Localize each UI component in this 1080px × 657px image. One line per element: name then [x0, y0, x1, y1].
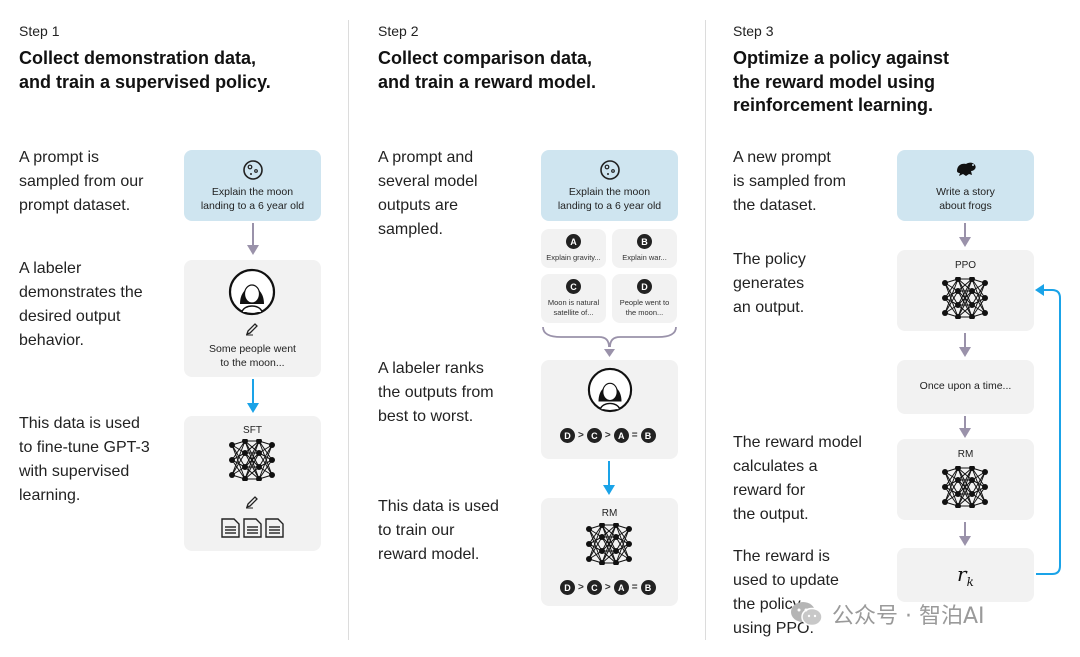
step2-ranking-card: D > C > A = B: [541, 360, 678, 459]
feedback-loop-arrow: [1035, 284, 1061, 575]
rank-d: D: [560, 428, 575, 443]
rank-b: B: [640, 428, 656, 443]
rank-a: A: [613, 580, 629, 595]
moon-icon: [600, 160, 620, 180]
rank-b: B: [640, 580, 656, 595]
step3-rm-card: RM: [897, 439, 1034, 520]
step1-label: Step 1: [19, 23, 60, 39]
rank-op: =: [631, 430, 638, 441]
step2-label: Step 2: [378, 23, 419, 39]
output-b-text: Explain war...: [622, 253, 667, 262]
rank-d: D: [560, 580, 575, 595]
step1-arrow-down-2: [247, 379, 259, 413]
step3-reward-card: rk: [897, 548, 1034, 602]
pencil-icon: [245, 496, 258, 509]
step3-output-card: Once upon a time...: [897, 360, 1034, 414]
badge-b: B: [637, 234, 652, 249]
step3-label: Step 3: [733, 23, 774, 39]
sft-label: SFT: [243, 425, 262, 436]
rm-label: RM: [957, 449, 974, 460]
rank-op: >: [578, 430, 584, 441]
neural-network-icon: [942, 466, 988, 508]
step3-arrow-down-1: [959, 223, 971, 247]
watermark: 公众号 · 智泊AI: [790, 598, 985, 630]
moon-icon: [243, 160, 263, 180]
ranking-row: D > C > A = B: [560, 428, 656, 443]
step2-rm-card: RM D > C > A = B: [541, 498, 678, 606]
labeler-avatar-icon: [587, 367, 633, 413]
step3-arrow-down-4: [959, 522, 971, 546]
badge-c: C: [566, 279, 581, 294]
step3-policy-card: PPO: [897, 250, 1034, 331]
column-divider-1: [348, 20, 349, 640]
badge-d: D: [637, 279, 652, 294]
frog-icon: [957, 162, 976, 176]
step2-title: Collect comparison data, and train a rew…: [378, 48, 597, 92]
wechat-icon: [791, 602, 823, 627]
watermark-text: 公众号 · 智泊AI: [832, 604, 985, 629]
neural-network-icon: [229, 439, 275, 481]
step1-arrow-down-1: [247, 223, 259, 255]
pencil-icon: [245, 323, 258, 336]
rank-op: =: [631, 582, 638, 593]
step3-arrow-down-2: [959, 333, 971, 357]
rank-c: C: [586, 428, 602, 443]
rank-op: >: [604, 582, 611, 593]
ppo-label: PPO: [954, 260, 977, 271]
badge-a: A: [566, 234, 581, 249]
merge-brace-icon: [542, 326, 677, 357]
output-card-a: A Explain gravity...: [541, 229, 606, 268]
ranking-row: D > C > A = B: [560, 580, 656, 595]
neural-network-icon: [586, 523, 632, 565]
output-a-text: Explain gravity...: [546, 253, 601, 262]
rank-op: >: [578, 582, 584, 593]
labeler-avatar-icon: [228, 268, 276, 316]
output-card-b: B Explain war...: [612, 229, 677, 268]
reward-symbol: rk: [957, 562, 974, 589]
step3-title: Optimize a policy against the reward mod…: [733, 48, 950, 115]
step3-arrow-down-3: [959, 416, 971, 438]
step3-output-text: Once upon a time...: [919, 380, 1012, 392]
documents-icon: [221, 518, 284, 538]
step2-arrow-down: [603, 461, 615, 495]
neural-network-icon: [942, 277, 988, 319]
rank-op: >: [604, 430, 611, 441]
rank-a: A: [613, 428, 629, 443]
rank-c: C: [586, 580, 602, 595]
step1-title: Collect demonstration data, and train a …: [19, 48, 271, 92]
column-divider-2: [705, 20, 706, 640]
rm-label: RM: [601, 508, 618, 519]
step1-sft-card: SFT: [184, 416, 321, 551]
